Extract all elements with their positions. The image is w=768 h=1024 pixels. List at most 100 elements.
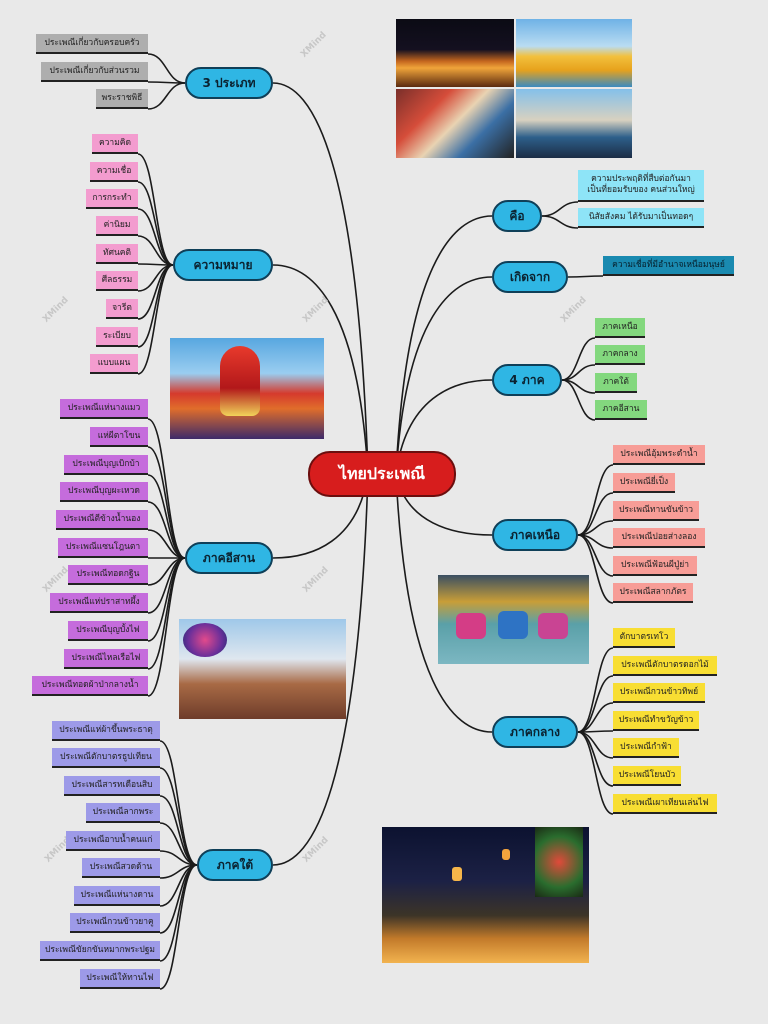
connector-central-6 bbox=[577, 731, 614, 815]
branch-is[interactable]: คือ bbox=[492, 200, 542, 232]
leaf-is-1[interactable]: นิสัยสังคม ได้รับมาเป็นทอดๆ bbox=[578, 208, 704, 228]
leaf-meaning-5[interactable]: ศีลธรรม bbox=[96, 271, 138, 291]
leaf-south-9[interactable]: ประเพณีให้ทานไฟ bbox=[80, 969, 160, 989]
leaf-central-6[interactable]: ประเพณีเผาเทียนเล่นไฟ bbox=[613, 794, 717, 814]
leaf-regions-1[interactable]: ภาคกลาง bbox=[595, 345, 645, 365]
leaf-north-3[interactable]: ประเพณีปอยส่างลอง bbox=[613, 528, 705, 548]
branch-origin[interactable]: เกิดจาก bbox=[492, 261, 568, 293]
leaf-isan-0[interactable]: ประเพณีแห่นางแมว bbox=[60, 399, 148, 419]
connector-root-regions bbox=[395, 379, 493, 475]
photo-festival-collage bbox=[396, 19, 632, 158]
leaf-south-2[interactable]: ประเพณีสารทเดือนสิบ bbox=[64, 776, 160, 796]
connector-root-is bbox=[395, 215, 493, 475]
leaf-central-2[interactable]: ประเพณีกวนข้าวทิพย์ bbox=[613, 683, 705, 703]
branch-north[interactable]: ภาคเหนือ bbox=[492, 519, 578, 551]
photo-lantern-night bbox=[382, 827, 589, 963]
leaf-central-0[interactable]: ตักบาตรเทโว bbox=[613, 628, 675, 648]
connector-root-meaning bbox=[272, 264, 369, 475]
leaf-regions-2[interactable]: ภาคใต้ bbox=[595, 373, 637, 393]
connector-isan-7 bbox=[147, 557, 186, 614]
connector-south-8 bbox=[159, 864, 198, 962]
leaf-regions-0[interactable]: ภาคเหนือ bbox=[595, 318, 645, 338]
leaf-isan-6[interactable]: ประเพณีทอดกฐิน bbox=[68, 565, 148, 585]
connector-is-1 bbox=[541, 215, 579, 229]
leaf-isan-9[interactable]: ประเพณีไหลเรือไฟ bbox=[64, 649, 148, 669]
leaf-types-1[interactable]: ประเพณีเกี่ยวกับส่วนรวม bbox=[41, 62, 148, 82]
leaf-isan-4[interactable]: ประเพณีตีข้างน้ำนอง bbox=[56, 510, 148, 530]
branch-regions[interactable]: 4 ภาค bbox=[492, 364, 562, 396]
connector-meaning-6 bbox=[137, 264, 174, 320]
leaf-meaning-3[interactable]: ค่านิยม bbox=[96, 216, 138, 236]
connector-isan-1 bbox=[147, 446, 186, 559]
leaf-meaning-7[interactable]: ระเบียบ bbox=[96, 327, 138, 347]
leaf-isan-10[interactable]: ประเพณีทอดผ้าป่ากลางน้ำ bbox=[32, 676, 148, 696]
connector-root-origin bbox=[395, 276, 493, 475]
photo-buddha-water-ceremony bbox=[438, 575, 589, 664]
leaf-south-3[interactable]: ประเพณีลากพระ bbox=[86, 803, 160, 823]
leaf-meaning-2[interactable]: การกระทำ bbox=[86, 189, 138, 209]
photo-phi-ta-khon bbox=[170, 338, 324, 439]
leaf-meaning-6[interactable]: จารีต bbox=[106, 299, 138, 319]
root-topic[interactable]: ไทยประเพณี bbox=[308, 451, 456, 497]
leaf-central-5[interactable]: ประเพณีโยนบัว bbox=[613, 766, 681, 786]
connector-central-5 bbox=[577, 731, 614, 787]
leaf-north-5[interactable]: ประเพณีสลากภัตร bbox=[613, 583, 693, 603]
connector-meaning-3 bbox=[137, 235, 174, 266]
leaf-meaning-1[interactable]: ความเชื่อ bbox=[90, 162, 138, 182]
leaf-central-3[interactable]: ประเพณีทำขวัญข้าว bbox=[613, 711, 699, 731]
connector-north-1 bbox=[577, 492, 614, 536]
leaf-isan-8[interactable]: ประเพณีบุญบั้งไฟ bbox=[68, 621, 148, 641]
connector-south-0 bbox=[159, 740, 198, 866]
leaf-north-2[interactable]: ประเพณีทานขันข้าว bbox=[613, 501, 699, 521]
leaf-types-0[interactable]: ประเพณีเกี่ยวกับครอบครัว bbox=[36, 34, 148, 54]
leaf-is-0[interactable]: ความประพฤติที่สืบต่อกันมา เป็นที่ยอมรับข… bbox=[578, 170, 704, 202]
leaf-regions-3[interactable]: ภาคอีสาน bbox=[595, 400, 647, 420]
leaf-south-7[interactable]: ประเพณีกวนข้าวยาคู bbox=[70, 913, 160, 933]
connector-isan-10 bbox=[147, 557, 186, 697]
leaf-isan-1[interactable]: แห่ผีตาโขน bbox=[90, 427, 148, 447]
leaf-south-6[interactable]: ประเพณีแห่นางดาน bbox=[74, 886, 160, 906]
connector-origin-0 bbox=[567, 275, 604, 278]
branch-types[interactable]: 3 ประเภท bbox=[185, 67, 273, 99]
leaf-meaning-0[interactable]: ความคิด bbox=[92, 134, 138, 154]
leaf-south-8[interactable]: ประเพณีขัยกขันหมากพระปฐม bbox=[40, 941, 160, 961]
leaf-meaning-8[interactable]: แบบแผน bbox=[90, 354, 138, 374]
branch-central[interactable]: ภาคกลาง bbox=[492, 716, 578, 748]
connector-meaning-8 bbox=[137, 264, 174, 375]
connector-north-0 bbox=[577, 464, 614, 536]
leaf-south-1[interactable]: ประเพณีตักบาตรธูปเทียน bbox=[52, 748, 160, 768]
leaf-isan-3[interactable]: ประเพณีบุญผะเหวด bbox=[60, 482, 148, 502]
leaf-central-1[interactable]: ประเพณีตักบาตรดอกไม้ bbox=[613, 656, 717, 676]
leaf-isan-7[interactable]: ประเพณีแห่ปราสาทผึ้ง bbox=[50, 593, 148, 613]
leaf-north-4[interactable]: ประเพณีฟ้อนผีปู่ย่า bbox=[613, 556, 697, 576]
leaf-isan-5[interactable]: ประเพณีแซนโฎนตา bbox=[58, 538, 148, 558]
leaf-north-1[interactable]: ประเพณียี่เป็ง bbox=[613, 473, 675, 493]
branch-south[interactable]: ภาคใต้ bbox=[197, 849, 273, 881]
connector-regions-3 bbox=[561, 379, 596, 421]
photo-rocket-festival bbox=[179, 619, 346, 719]
leaf-south-0[interactable]: ประเพณีแห่ผ้าขึ้นพระธาตุ bbox=[52, 721, 160, 741]
connector-isan-0 bbox=[147, 418, 186, 559]
leaf-south-4[interactable]: ประเพณีอาบน้ำคนแก่ bbox=[66, 831, 160, 851]
connector-root-types bbox=[272, 82, 369, 475]
connector-central-0 bbox=[577, 647, 614, 733]
leaf-types-2[interactable]: พระราชพิธี bbox=[96, 89, 148, 109]
connector-south-1 bbox=[159, 767, 198, 866]
connector-meaning-1 bbox=[137, 181, 174, 266]
connector-central-2 bbox=[577, 702, 614, 733]
leaf-south-5[interactable]: ประเพณีสวดด้าน bbox=[82, 858, 160, 878]
branch-meaning[interactable]: ความหมาย bbox=[173, 249, 273, 281]
connector-north-5 bbox=[577, 534, 614, 604]
leaf-north-0[interactable]: ประเพณีอุ้มพระดำน้ำ bbox=[613, 445, 705, 465]
leaf-meaning-4[interactable]: ทัศนคติ bbox=[96, 244, 138, 264]
leaf-isan-2[interactable]: ประเพณีบุญเบิกบ้า bbox=[64, 455, 148, 475]
connector-regions-0 bbox=[561, 337, 596, 381]
connector-isan-4 bbox=[147, 529, 186, 559]
connector-meaning-0 bbox=[137, 153, 174, 266]
leaf-origin-0[interactable]: ความเชื่อที่มีอำนาจเหนือมนุษย์ bbox=[603, 256, 734, 276]
leaf-central-4[interactable]: ประเพณีกำฟ้า bbox=[613, 738, 679, 758]
branch-isan[interactable]: ภาคอีสาน bbox=[185, 542, 273, 574]
connector-types-0 bbox=[147, 53, 186, 84]
